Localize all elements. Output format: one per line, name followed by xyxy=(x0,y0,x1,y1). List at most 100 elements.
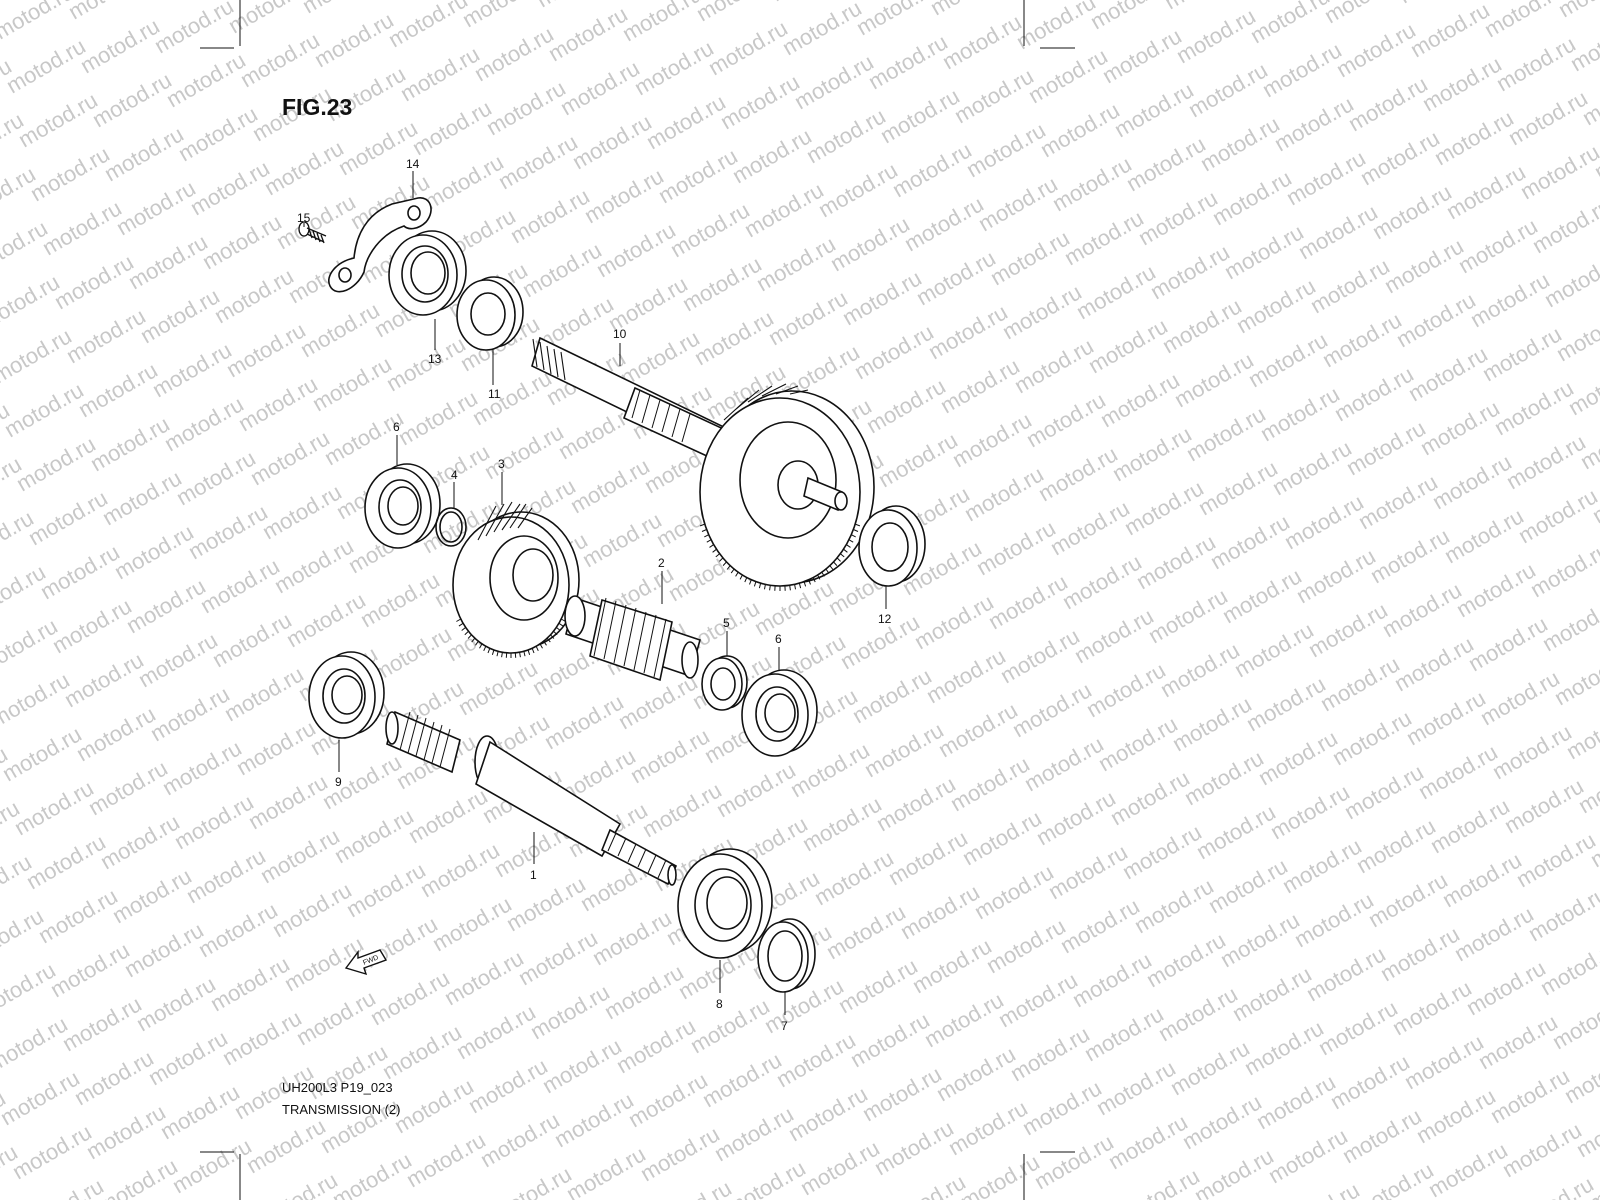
watermark-text: motod.ru xyxy=(1228,961,1316,1026)
watermark-text: motod.ru xyxy=(872,771,960,836)
watermark-text: motod.ru xyxy=(1430,105,1518,170)
watermark-text: motod.ru xyxy=(1242,671,1330,736)
watermark-text: motod.ru xyxy=(1304,597,1392,662)
watermark-text: motod.ru xyxy=(1130,873,1218,938)
watermark-text: motod.ru xyxy=(1280,489,1368,554)
watermark-text: motod.ru xyxy=(870,1115,958,1180)
watermark-text: motod.ru xyxy=(728,123,816,188)
watermark-text: motod.ru xyxy=(144,1025,232,1090)
watermark-text: motod.ru xyxy=(884,825,972,890)
watermark-text: motod.ru xyxy=(834,953,922,1018)
watermark-text: motod.ru xyxy=(1194,455,1282,520)
watermark-text: motod.ru xyxy=(1524,881,1600,946)
watermark-text: motod.ru xyxy=(636,1121,724,1186)
diagram-code: UH200L3 P19_023 xyxy=(282,1080,393,1095)
watermark-text: motod.ru xyxy=(1096,367,1184,432)
watermark-text: motod.ru xyxy=(962,117,1050,182)
watermark-text: motod.ru xyxy=(932,1041,1020,1106)
watermark-text: motod.ru xyxy=(1390,631,1478,696)
watermark-text: motod.ru xyxy=(378,1019,466,1084)
watermark-text: motod.ru xyxy=(296,297,384,362)
watermark-text: motod.ru xyxy=(1376,921,1464,986)
watermark-text: motod.ru xyxy=(1504,85,1592,150)
watermark-text: motod.ru xyxy=(1190,1143,1278,1200)
watermark-text: motod.ru xyxy=(82,1099,170,1164)
watermark-text: motod.ru xyxy=(120,917,208,982)
watermark-text: motod.ru xyxy=(320,405,408,470)
watermark-text: motod.ru xyxy=(910,589,998,654)
watermark-text: motod.ru xyxy=(1392,287,1480,352)
callout-15: 15 xyxy=(297,211,311,225)
watermark-text: motod.ru xyxy=(1168,691,1256,756)
watermark-text: motod.ru xyxy=(258,479,346,544)
watermark-text: motod.ru xyxy=(1364,867,1452,932)
watermark-text: motod.ru xyxy=(34,883,122,948)
watermark-text: motod.ru xyxy=(1330,361,1418,426)
watermark-text: motod.ru xyxy=(550,1087,638,1152)
watermark-text: motod.ru xyxy=(1498,1117,1586,1182)
watermark-text: motod.ru xyxy=(1030,1129,1118,1194)
watermark-text: motod.ru xyxy=(1314,995,1402,1060)
watermark-text: motod.ru xyxy=(568,109,656,174)
watermark-text: motod.ru xyxy=(934,697,1022,762)
watermark-text: motod.ru xyxy=(1180,745,1268,810)
callout-14: 14 xyxy=(406,157,420,171)
watermark-text: motod.ru xyxy=(1072,259,1160,324)
watermark-text: motod.ru xyxy=(1206,509,1294,574)
watermark-text: motod.ru xyxy=(778,0,866,60)
watermark-text: motod.ru xyxy=(482,75,570,140)
watermark-text: motod.ru xyxy=(888,137,976,202)
watermark-text: motod.ru xyxy=(592,217,680,282)
watermark-text: motod.ru xyxy=(920,987,1008,1052)
watermark-text: motod.ru xyxy=(864,29,952,94)
watermark-text: motod.ru xyxy=(1204,853,1292,918)
watermark-text: motod.ru xyxy=(404,783,492,848)
watermark-text: motod.ru xyxy=(1106,765,1194,830)
watermark-text: motod.ru xyxy=(390,1073,478,1138)
watermark-text: motod.ru xyxy=(874,427,962,492)
watermark-text: motod.ru xyxy=(162,47,250,112)
watermark-text: motod.ru xyxy=(8,1119,96,1184)
watermark-text: motod.ru xyxy=(1184,57,1272,122)
diagram-name: TRANSMISSION (2) xyxy=(282,1102,401,1117)
watermark-text: motod.ru xyxy=(134,627,222,692)
watermark-text: motod.ru xyxy=(0,1065,84,1130)
watermark-text: motod.ru xyxy=(1032,785,1120,850)
watermark-text: motod.ru xyxy=(366,965,454,1030)
watermark-text: motod.ru xyxy=(1230,617,1318,682)
part-12-bearing xyxy=(858,505,926,587)
watermark-text: motod.ru xyxy=(186,155,274,220)
watermark-text: motod.ru xyxy=(716,69,804,134)
watermark-text: motod.ru xyxy=(70,1045,158,1110)
figure-title: FIG.23 xyxy=(282,94,353,120)
watermark-text: motod.ru xyxy=(36,539,124,604)
watermark-text: motod.ru xyxy=(218,1005,306,1070)
watermark-text: motod.ru xyxy=(1170,347,1258,412)
part-6-bearing-upper xyxy=(364,463,441,549)
watermark-text: motod.ru xyxy=(686,993,774,1058)
watermark-text: motod.ru xyxy=(1120,475,1208,540)
part-13-bearing xyxy=(388,230,467,316)
watermark-text: motod.ru xyxy=(1080,1001,1168,1066)
watermark-text: motod.ru xyxy=(814,157,902,222)
watermark-text: motod.ru xyxy=(848,663,936,728)
watermark-text: motod.ru xyxy=(1108,421,1196,486)
watermark-text: motod.ru xyxy=(810,845,898,910)
watermark-text: motod.ru xyxy=(772,1027,860,1092)
watermark-text: motod.ru xyxy=(1094,711,1182,776)
watermark-text: motod.ru xyxy=(526,979,614,1044)
watermark-text: motod.ru xyxy=(638,777,726,842)
part-10-shaft-gear xyxy=(531,336,875,591)
watermark-text: motod.ru xyxy=(1104,1109,1192,1174)
watermark-text: motod.ru xyxy=(1512,827,1600,892)
part-5-washer xyxy=(701,655,748,711)
watermark-text: motod.ru xyxy=(1254,725,1342,790)
watermark-text: motod.ru xyxy=(802,103,890,168)
watermark-text: motod.ru xyxy=(994,967,1082,1032)
callout-1: 1 xyxy=(530,868,537,882)
leader-lines xyxy=(303,171,887,1015)
watermark-text: motod.ru xyxy=(246,425,334,490)
watermark-text: motod.ru xyxy=(1474,1009,1562,1074)
watermark-text: motod.ru xyxy=(912,245,1000,310)
